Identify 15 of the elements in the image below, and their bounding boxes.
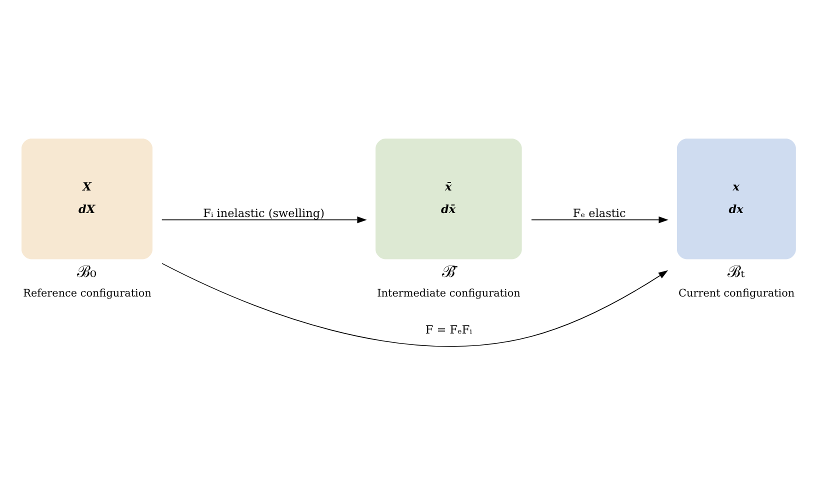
node-label: Intermediate configuration (377, 287, 520, 299)
arrow (531, 216, 668, 223)
node-label: Reference configuration (23, 287, 152, 299)
arrow (162, 262, 668, 346)
node-box: x̄ dx̄ (376, 138, 522, 259)
node-label: ℬ̄ (442, 261, 455, 280)
node-box: x dx (676, 138, 796, 259)
node-label: ℬ₀ (76, 261, 96, 280)
node-label: ℬₜ (728, 261, 745, 280)
node-box: X dX (22, 138, 152, 259)
arrow (161, 216, 367, 223)
node-label: Current configuration (678, 287, 795, 299)
edge-label: Fₑ elastic (572, 206, 626, 220)
edge-label: F = FₑFᵢ (425, 322, 472, 336)
edge-label: Fᵢ inelastic (swelling) (203, 206, 324, 220)
